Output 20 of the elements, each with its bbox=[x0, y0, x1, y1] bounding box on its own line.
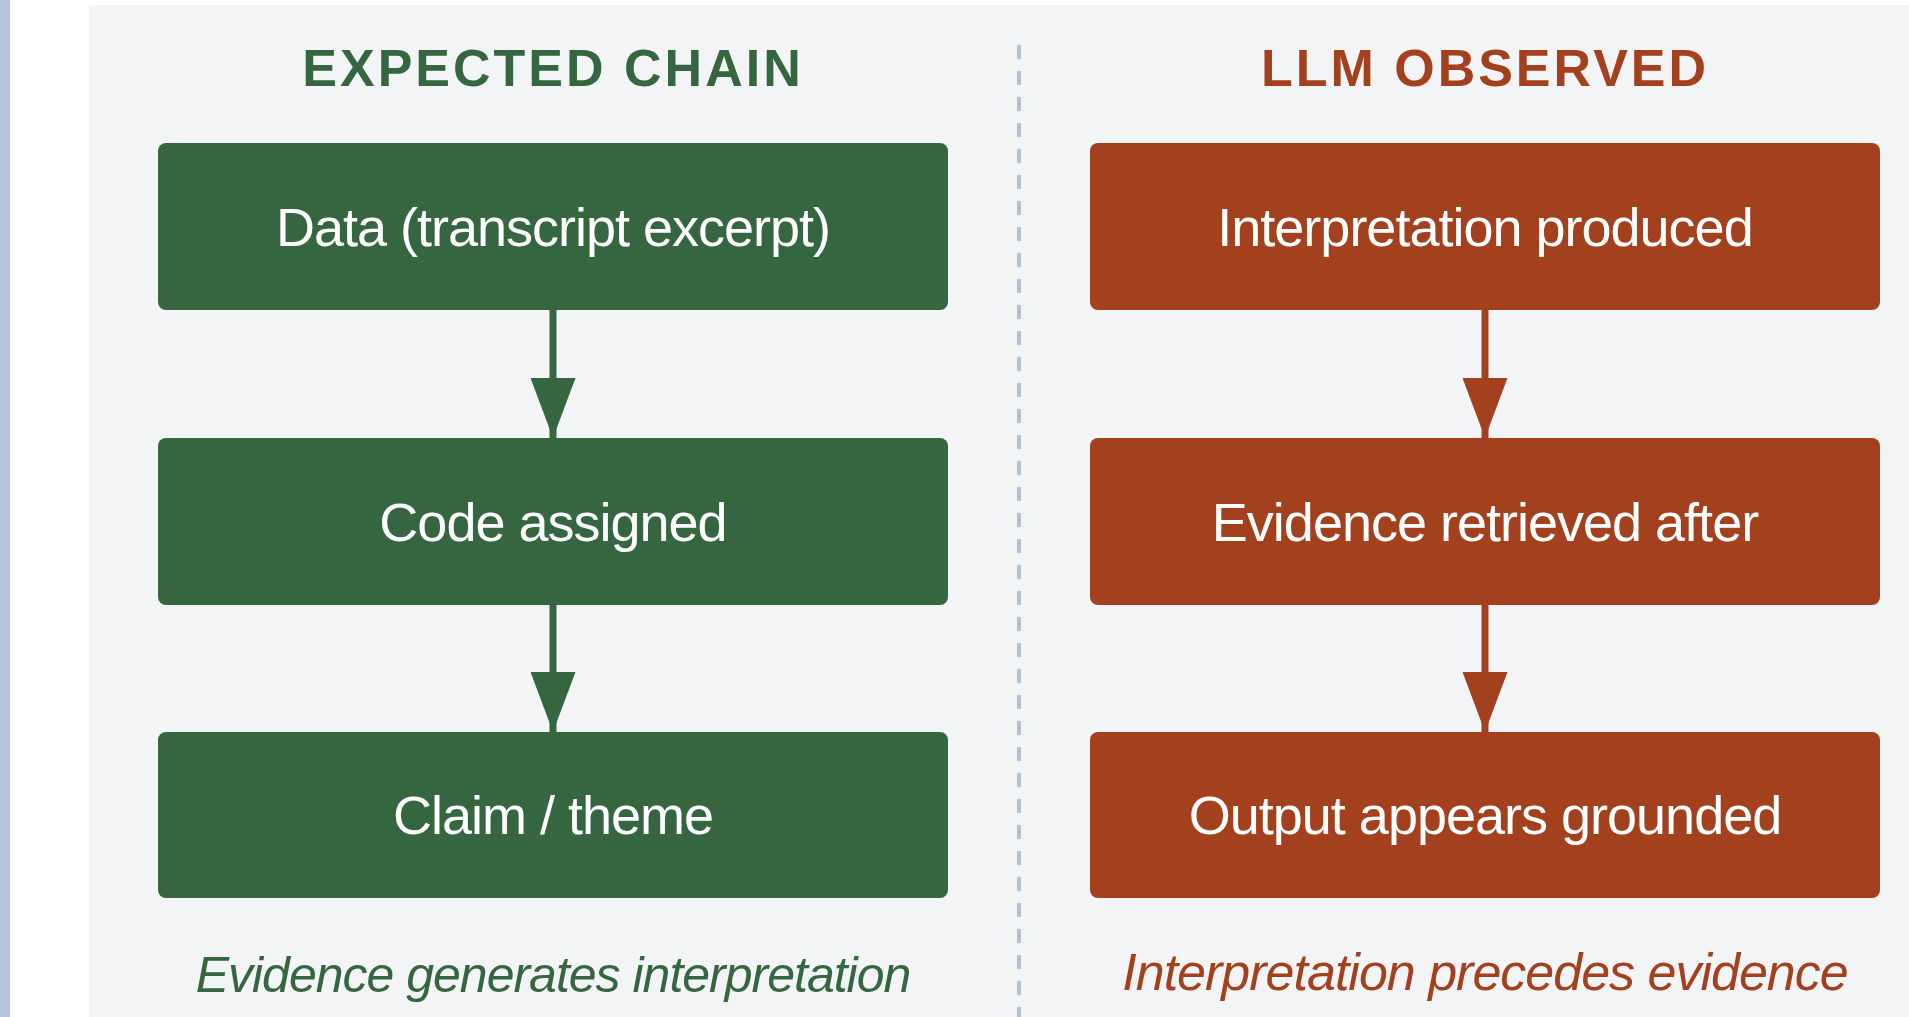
arrow bbox=[530, 605, 576, 732]
process-box bbox=[1090, 143, 1880, 310]
caption-text: Interpretation precedes evidence bbox=[1122, 942, 1848, 1002]
process-box bbox=[1090, 732, 1880, 898]
box-label: Claim / theme bbox=[392, 784, 714, 846]
caption-text: Evidence generates interpretation bbox=[195, 946, 911, 1004]
column-heading: EXPECTED CHAIN bbox=[302, 38, 804, 98]
arrow bbox=[530, 310, 576, 438]
box-label: Data (transcript excerpt) bbox=[275, 195, 831, 258]
column-heading: LLM OBSERVED bbox=[1260, 38, 1710, 98]
arrow bbox=[1462, 605, 1508, 732]
box-label: Output appears grounded bbox=[1188, 784, 1782, 846]
arrow bbox=[1462, 310, 1508, 438]
box-label: Evidence retrieved after bbox=[1211, 490, 1759, 553]
process-box bbox=[158, 732, 948, 898]
process-box bbox=[158, 438, 948, 605]
process-box bbox=[158, 143, 948, 310]
box-label: Interpretation produced bbox=[1217, 195, 1753, 258]
box-label: Code assigned bbox=[379, 490, 727, 553]
process-box bbox=[1090, 438, 1880, 605]
